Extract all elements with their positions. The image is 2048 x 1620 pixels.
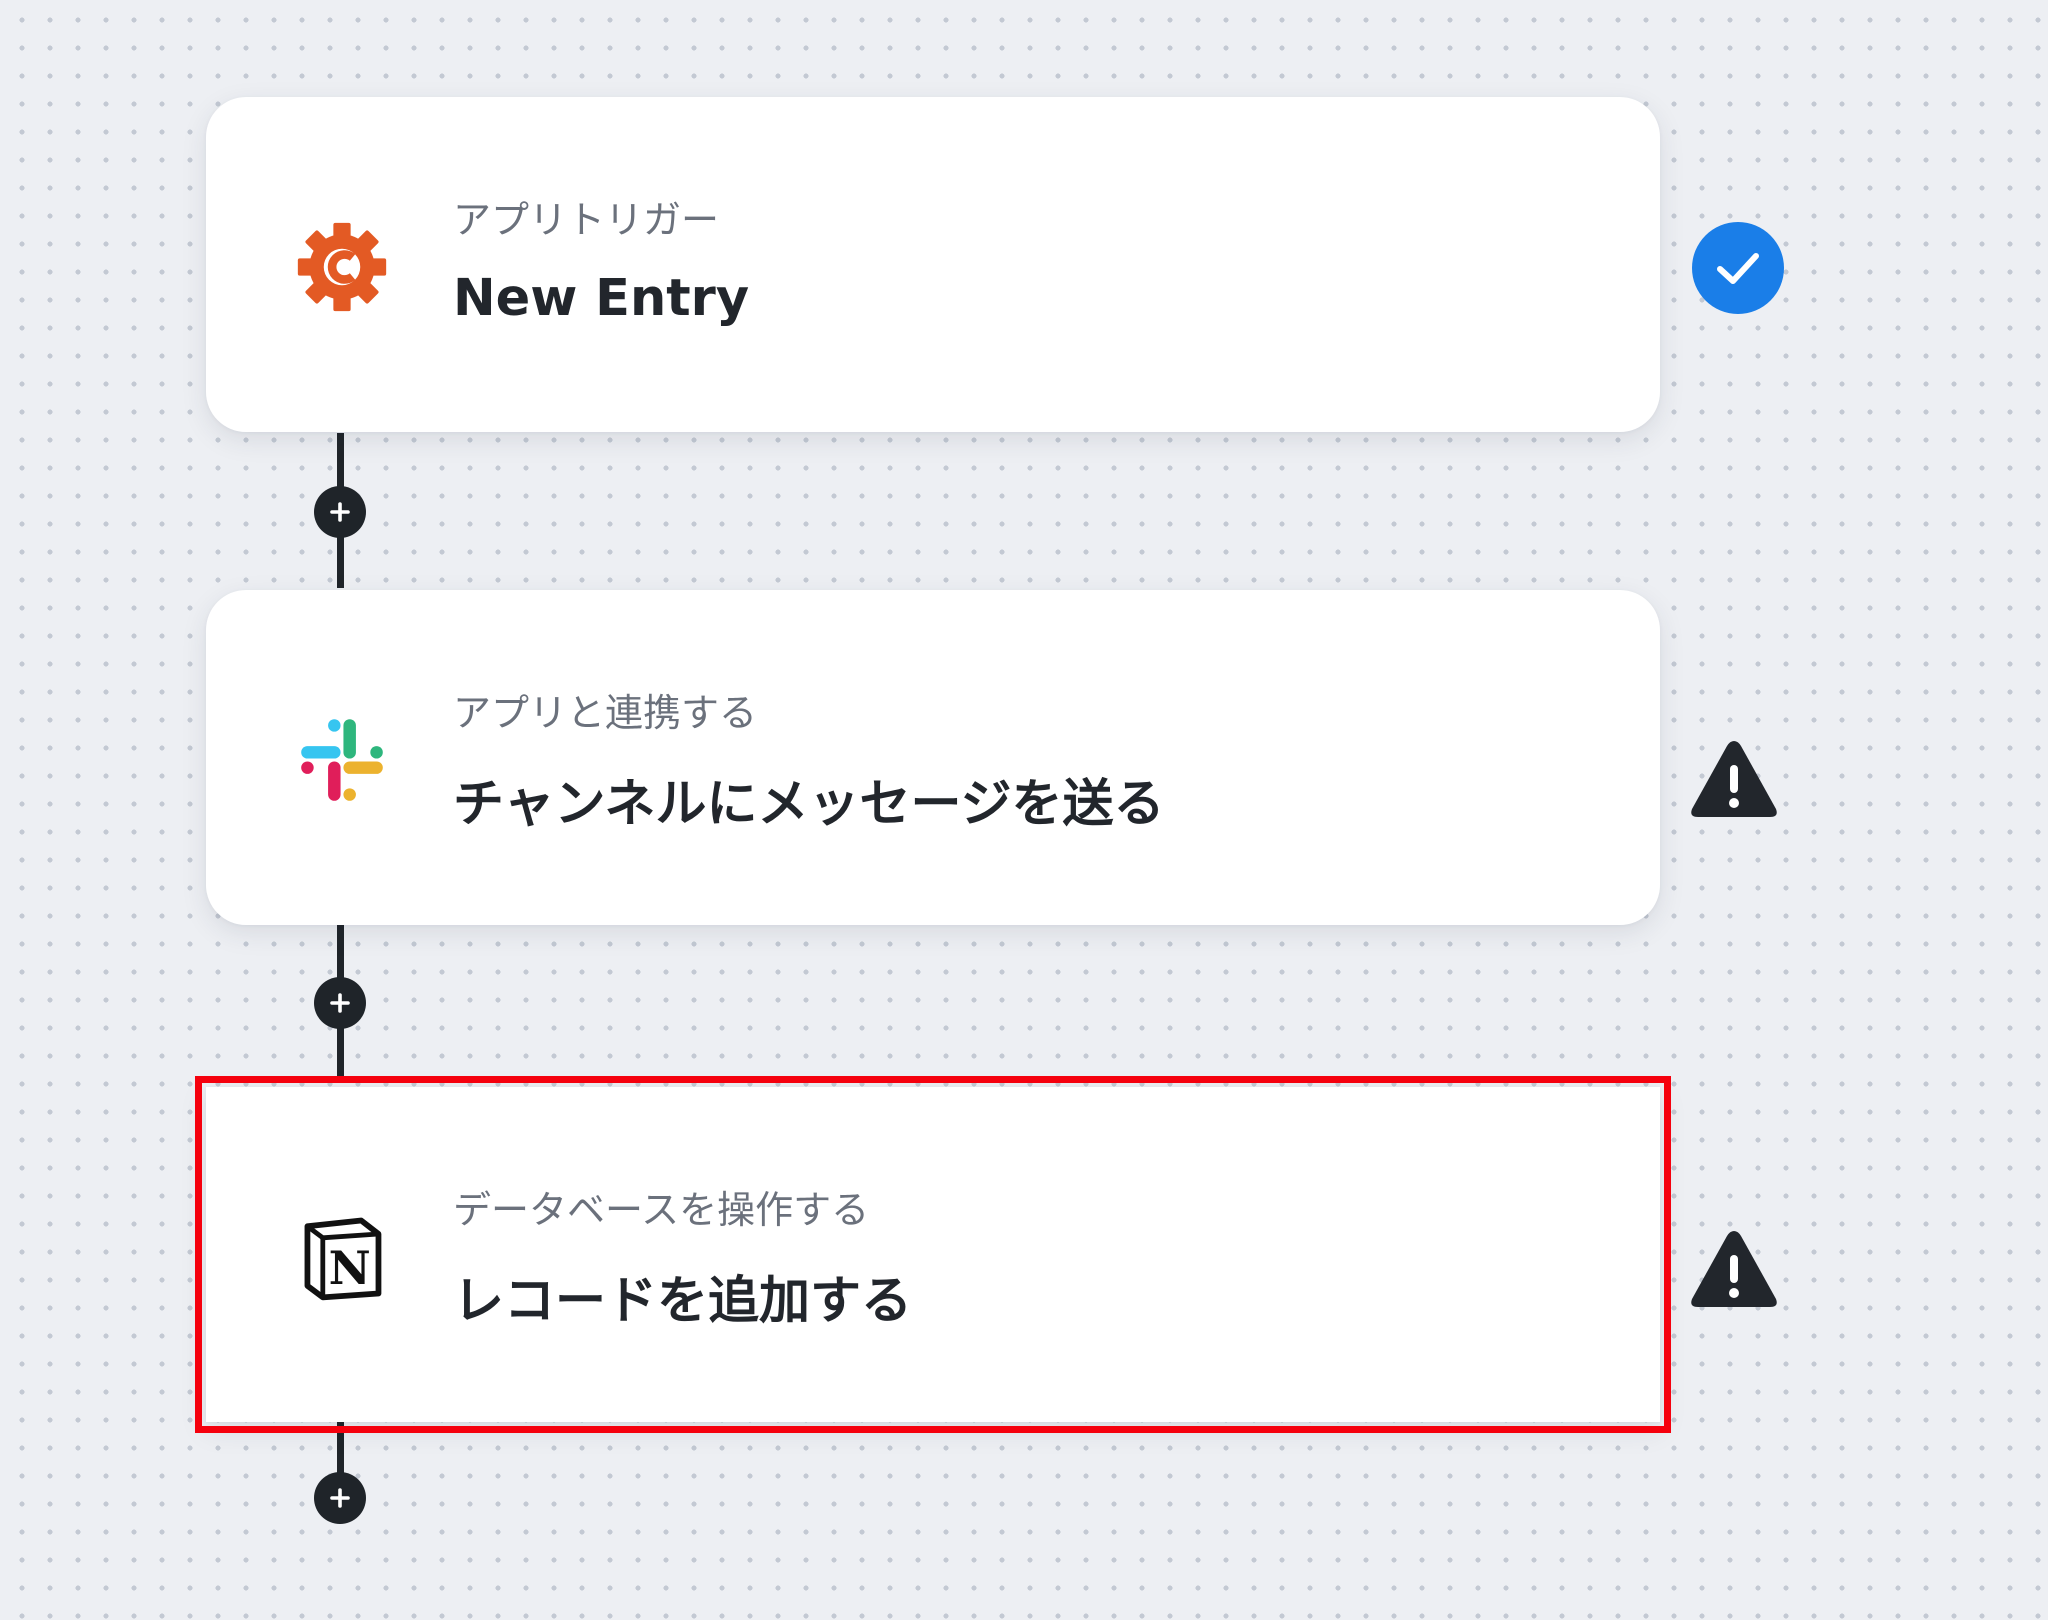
warning-triangle-icon	[1686, 1223, 1782, 1319]
add-step-button[interactable]	[314, 486, 366, 538]
slack-icon	[294, 712, 390, 808]
notion-icon: N	[294, 1209, 390, 1305]
check-circle-icon	[1690, 220, 1786, 316]
flow-connector	[337, 1413, 344, 1483]
step-type-label: データベースを操作する	[453, 1188, 870, 1232]
step-card-slack[interactable]: アプリと連携する チャンネルにメッセージを送る	[206, 590, 1660, 925]
step-title: レコードを追加する	[453, 1272, 913, 1331]
step-title: New Entry	[453, 269, 750, 328]
add-step-button[interactable]	[314, 1472, 366, 1524]
plus-icon	[330, 1488, 350, 1508]
step-title: チャンネルにメッセージを送る	[453, 775, 1165, 834]
cognito-forms-gear-icon	[294, 219, 390, 315]
step-type-label: アプリトリガー	[453, 198, 720, 242]
step-card-notion[interactable]: N データベースを操作する レコードを追加する	[195, 1076, 1671, 1433]
warning-triangle-icon	[1686, 733, 1782, 829]
step-card-trigger[interactable]: アプリトリガー New Entry	[206, 97, 1660, 432]
step-type-label: アプリと連携する	[453, 691, 758, 735]
svg-text:N: N	[329, 1241, 371, 1295]
add-step-button[interactable]	[314, 977, 366, 1029]
plus-icon	[330, 993, 350, 1013]
plus-icon	[330, 502, 350, 522]
